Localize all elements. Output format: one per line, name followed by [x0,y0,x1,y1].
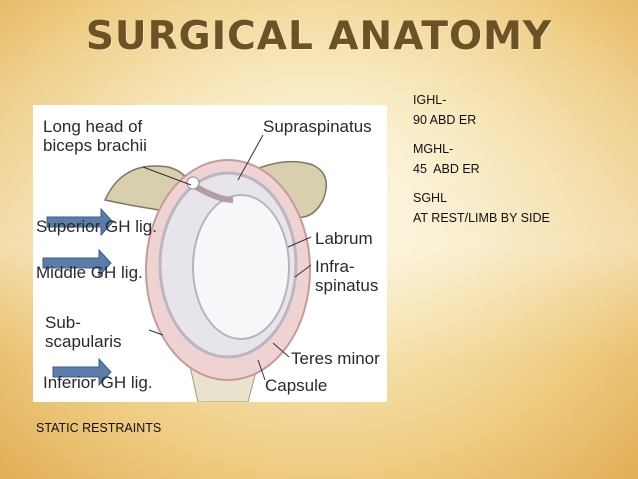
biceps-origin [186,176,200,190]
label-long-head-line2: biceps brachii [43,136,147,155]
label-long-head-line1: Long head of [43,117,143,136]
leader-infraspinatus [294,264,312,278]
leader-teres-minor [272,342,290,358]
label-teres-minor: Teres minor [291,349,380,368]
label-capsule: Capsule [265,376,328,395]
leader-subscapularis [148,329,164,336]
label-subscapularis-line1: Sub- [45,313,81,332]
label-long-head-biceps: Long head of biceps brachii [43,117,147,155]
label-middle-gh-lig: Middle GH lig. [36,263,143,282]
note-mghl-position: 45 ABD ER [413,162,480,176]
shoulder-anatomy-figure: Long head of biceps brachii Supraspinatu… [33,105,387,402]
glenoid-surface [192,194,290,340]
label-subscapularis: Sub- scapularis [45,313,122,351]
note-sghl-position: AT REST/LIMB BY SIDE [413,211,550,225]
leader-biceps [142,166,192,186]
note-ighl-name: IGHL- [413,93,447,107]
ligament-notes: IGHL- 90 ABD ER MGHL- 45 ABD ER SGHL AT … [413,90,550,237]
note-sghl-name: SGHL [413,191,448,205]
label-infraspinatus-line2: spinatus [315,276,379,295]
note-mghl: MGHL- 45 ABD ER [413,139,550,179]
label-infraspinatus-line1: Infra- [315,257,355,276]
static-restraints-caption: STATIC RESTRAINTS [36,421,162,435]
label-supraspinatus: Supraspinatus [263,117,372,136]
note-sghl: SGHL AT REST/LIMB BY SIDE [413,188,550,228]
leader-capsule [257,359,266,381]
arrow-superior-gh [46,207,114,237]
glenoid-illustration [42,134,328,402]
label-inferior-gh-lig: Inferior GH lig. [43,373,153,392]
note-ighl: IGHL- 90 ABD ER [413,90,550,130]
label-subscapularis-line2: scapularis [45,332,122,351]
label-infraspinatus: Infra- spinatus [315,257,378,295]
label-labrum: Labrum [315,229,373,248]
note-mghl-name: MGHL- [413,142,454,156]
label-superior-gh-lig: Superior GH lig. [36,217,157,236]
arrow-middle-gh [42,248,112,278]
arrow-inferior-gh [52,357,112,387]
note-ighl-position: 90 ABD ER [413,113,477,127]
slide-title: SURGICAL ANATOMY [85,14,553,59]
leader-labrum [287,236,312,248]
leader-supraspinatus [237,134,264,181]
